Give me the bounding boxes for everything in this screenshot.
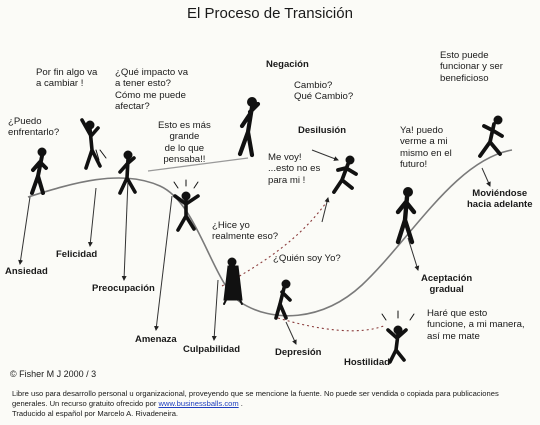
page-title: El Proceso de Transición bbox=[187, 5, 353, 22]
thought-mi-manera: Haré que esto funcione, a mi manera, así… bbox=[427, 308, 525, 342]
footer-text-before: Libre uso para desarrollo personal u org… bbox=[12, 389, 499, 408]
stage-preocupacion: Preocupación bbox=[92, 283, 155, 294]
dotted-branch-desilusion bbox=[221, 199, 329, 287]
figure-threat bbox=[173, 179, 200, 232]
thought-quien-soy: ¿Quién soy Yo? bbox=[273, 253, 341, 264]
arrow-adelante bbox=[481, 167, 491, 187]
thought-por-fin: Por fin algo va a cambiar ! bbox=[36, 67, 98, 90]
arrow-aceptacion bbox=[407, 237, 420, 271]
stage-amenaza: Amenaza bbox=[135, 334, 177, 345]
thought-impacto: ¿Qué impacto va a tener esto? Cómo me pu… bbox=[115, 67, 189, 112]
arrow-amenaza bbox=[153, 195, 173, 331]
figure-happy bbox=[80, 118, 107, 170]
stage-felicidad: Felicidad bbox=[56, 249, 98, 260]
figure-thinking bbox=[118, 150, 137, 195]
businessballs-link[interactable]: www.businessballs.com bbox=[158, 398, 239, 408]
arrow-depresion bbox=[285, 321, 297, 345]
figures bbox=[30, 97, 504, 364]
arrow-desilusion bbox=[311, 149, 339, 161]
thought-hice-yo: ¿Hice yo realmente eso? bbox=[212, 220, 279, 243]
footer-note: Libre uso para desarrollo personal u org… bbox=[12, 389, 532, 419]
arrow-felicidad bbox=[87, 187, 97, 247]
stage-adelante: Moviéndose hacia adelante bbox=[467, 188, 533, 211]
stage-ansiedad: Ansiedad bbox=[5, 266, 48, 277]
stage-culpabilidad: Culpabilidad bbox=[183, 344, 240, 355]
stage-hostilidad: Hostilidad bbox=[344, 357, 390, 368]
figure-disillusion bbox=[332, 155, 358, 194]
arrow-culpabilidad bbox=[211, 279, 219, 341]
thought-mas-grande: Esto es más grande de lo que pensaba!! bbox=[158, 120, 211, 165]
thought-puede-funcionar: Esto puede funcionar y ser beneficioso bbox=[440, 50, 503, 84]
thought-puedo-verme: Ya! puedo verme a mi mismo en el futuro! bbox=[400, 125, 452, 170]
stage-depresion: Depresión bbox=[275, 347, 322, 358]
thought-enfrentarlo: ¿Puedo enfrentarlo? bbox=[8, 116, 60, 139]
figure-worried bbox=[30, 147, 48, 195]
stage-aceptacion: Aceptación gradual bbox=[421, 273, 473, 296]
stage-desilusion: Desilusión bbox=[298, 125, 347, 136]
figure-acceptance bbox=[395, 187, 417, 245]
arrow-desilusion-up bbox=[321, 197, 330, 223]
copyright-notice: © Fisher M J 2000 / 3 bbox=[10, 369, 97, 379]
figure-guilt bbox=[223, 257, 243, 305]
arrow-ansiedad bbox=[18, 196, 31, 265]
footer-text-after: . Traducido al español por Marcelo A. Ri… bbox=[12, 398, 243, 418]
thought-me-voy: Me voy! ...esto no es para mi ! bbox=[268, 152, 321, 186]
denial-line bbox=[147, 157, 249, 172]
thought-cambio: Cambio? Qué Cambio? bbox=[294, 80, 354, 103]
dotted-branch-hostilidad bbox=[277, 317, 387, 332]
figure-hostility bbox=[381, 310, 415, 364]
arrow-preocupacion bbox=[121, 179, 129, 281]
figure-depression bbox=[274, 279, 292, 320]
figure-denial bbox=[237, 97, 261, 158]
stage-arrows bbox=[18, 149, 491, 345]
figure-moving-forward bbox=[478, 115, 504, 158]
stage-negacion: Negación bbox=[266, 59, 309, 70]
